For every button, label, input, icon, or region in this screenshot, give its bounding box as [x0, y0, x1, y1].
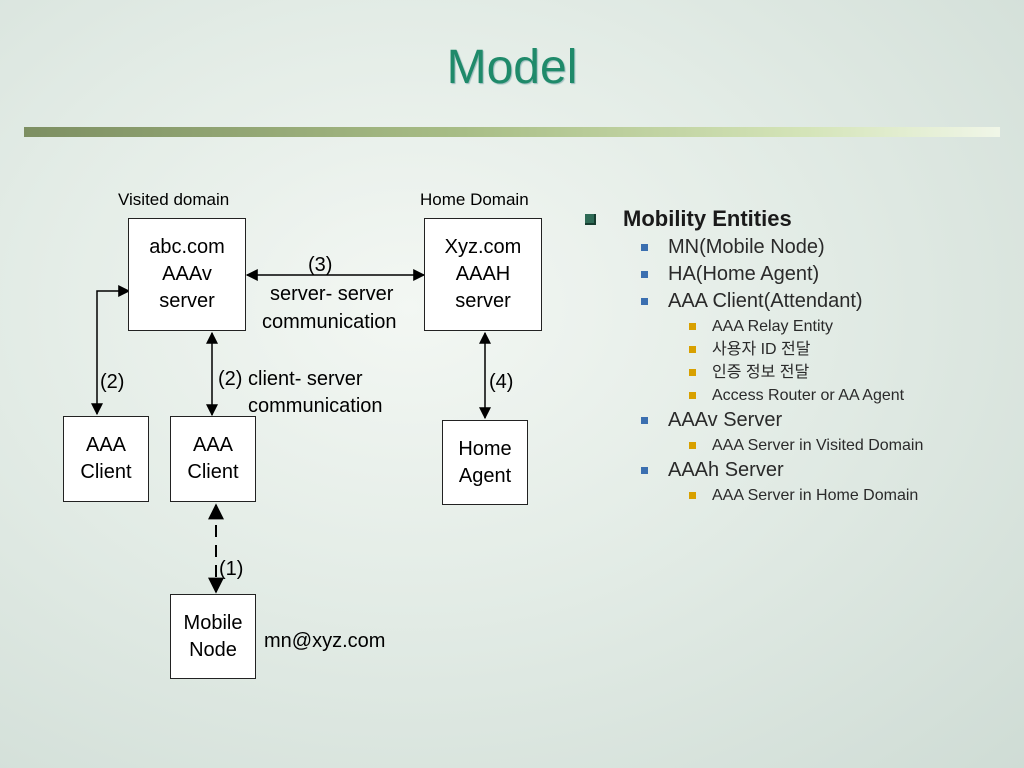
- bullet-item: MN(Mobile Node): [585, 234, 1015, 261]
- aaa-client-right-box: AAA Client: [170, 416, 256, 502]
- square-bullet-icon: [641, 244, 648, 251]
- bullet-item: AAAh Server: [585, 457, 1015, 484]
- bullet-subitem: 인증 정보 전달: [585, 361, 1015, 384]
- client-line: AAA: [192, 434, 234, 456]
- label-3: (3): [308, 254, 333, 276]
- label-client-communication: communication: [248, 395, 383, 417]
- label-client-server: (2) client- server: [218, 368, 363, 390]
- aaav-line: server: [159, 290, 215, 312]
- mobility-entities-list: Mobility Entities MN(Mobile Node) HA(Hom…: [585, 204, 1015, 507]
- home-agent-line: Home: [458, 437, 512, 460]
- bullet-subitem: AAA Server in Visited Domain: [585, 434, 1015, 457]
- bullet-item-text: AAAv Server: [668, 409, 783, 431]
- bullet-subitem-text: 인증 정보 전달: [712, 364, 810, 381]
- aaah-line: server: [455, 290, 511, 312]
- bullet-item: AAAv Server: [585, 407, 1015, 434]
- bullet-item: HA(Home Agent): [585, 261, 1015, 288]
- bullet-heading: Mobility Entities: [585, 204, 1015, 234]
- connector-left-client: [91, 285, 131, 416]
- slide-title: Model: [446, 41, 578, 94]
- bullet-subitem-text: AAA Server in Home Domain: [712, 487, 919, 504]
- mobile-node-line: Node: [189, 638, 237, 661]
- label-4: (4): [489, 371, 514, 393]
- bullet-item-text: MN(Mobile Node): [668, 236, 825, 258]
- square-bullet-icon: [689, 346, 696, 353]
- mobile-node-box: Mobile Node: [170, 594, 256, 679]
- aaav-line: AAAv: [162, 263, 212, 285]
- square-bullet-icon: [641, 417, 648, 424]
- square-bullet-icon: [689, 492, 696, 499]
- client-line: Client: [80, 461, 132, 483]
- square-bullet-icon: [689, 323, 696, 330]
- square-bullet-icon: [689, 442, 696, 449]
- title-divider: [24, 127, 1000, 137]
- bullet-subitem-text: AAA Relay Entity: [712, 318, 833, 335]
- bullet-subitem-text: AAA Server in Visited Domain: [712, 437, 924, 454]
- label-server-server: server- server: [270, 283, 394, 305]
- bullet-item-text: HA(Home Agent): [668, 263, 820, 285]
- aaav-line: abc.com: [149, 236, 225, 258]
- bullet-subitem: AAA Relay Entity: [585, 315, 1015, 338]
- client-line: Client: [187, 461, 239, 483]
- client-line: AAA: [85, 434, 127, 456]
- visited-domain-label: Visited domain: [118, 190, 230, 209]
- label-server-communication: communication: [262, 311, 397, 333]
- aaah-server-box: Xyz.com AAAH server: [424, 218, 542, 331]
- square-bullet-icon: [689, 392, 696, 399]
- label-1: (1): [219, 558, 244, 580]
- bullet-item: AAA Client(Attendant): [585, 288, 1015, 315]
- aaav-server-box: abc.com AAAv server: [128, 218, 246, 331]
- square-bullet-icon: [585, 214, 596, 225]
- bullet-heading-text: Mobility Entities: [623, 206, 792, 231]
- square-bullet-icon: [641, 271, 648, 278]
- home-agent-box: Home Agent: [442, 420, 528, 505]
- square-bullet-icon: [689, 369, 696, 376]
- home-domain-label: Home Domain: [420, 190, 529, 209]
- aaah-line: AAAH: [455, 263, 511, 285]
- label-2-left: (2): [100, 371, 125, 393]
- aaah-line: Xyz.com: [444, 236, 522, 258]
- bullet-subitem: AAA Server in Home Domain: [585, 484, 1015, 507]
- bullet-item-text: AAAh Server: [668, 459, 784, 481]
- home-agent-line: Agent: [458, 464, 512, 487]
- mobile-node-line: Mobile: [183, 611, 243, 634]
- square-bullet-icon: [641, 298, 648, 305]
- bullet-subitem: 사용자 ID 전달: [585, 338, 1015, 361]
- bullet-subitem-text: Access Router or AA Agent: [712, 387, 905, 404]
- bullet-item-text: AAA Client(Attendant): [668, 290, 863, 312]
- bullet-subitem: Access Router or AA Agent: [585, 384, 1015, 407]
- bullet-subitem-text: 사용자 ID 전달: [712, 341, 811, 358]
- aaa-client-left-box: AAA Client: [63, 416, 149, 502]
- mn-address-label: mn@xyz.com: [264, 630, 386, 652]
- square-bullet-icon: [641, 467, 648, 474]
